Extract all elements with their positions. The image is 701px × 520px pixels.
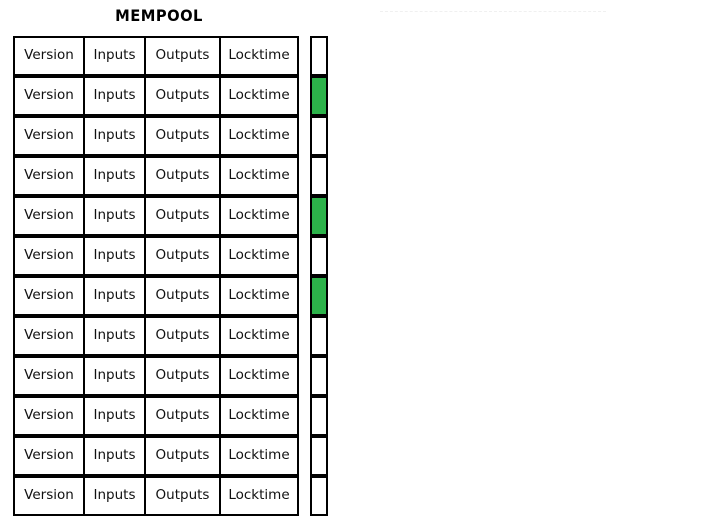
cell-inputs[interactable]: Inputs (83, 436, 146, 476)
cell-locktime[interactable]: Locktime (219, 116, 299, 156)
cell-locktime[interactable]: Locktime (219, 196, 299, 236)
cell-outputs[interactable]: Outputs (144, 396, 221, 436)
cell-inputs[interactable]: Inputs (83, 316, 146, 356)
cell-version[interactable]: Version (13, 316, 85, 356)
cell-version[interactable]: Version (13, 36, 85, 76)
status-indicator[interactable] (310, 156, 328, 196)
cell-locktime[interactable]: Locktime (219, 356, 299, 396)
cell-outputs[interactable]: Outputs (144, 116, 221, 156)
cell-version[interactable]: Version (13, 116, 85, 156)
status-indicator[interactable] (310, 276, 328, 316)
cell-outputs[interactable]: Outputs (144, 476, 221, 516)
faint-dashed-rule (380, 11, 606, 12)
cell-version[interactable]: Version (13, 196, 85, 236)
cell-outputs[interactable]: Outputs (144, 316, 221, 356)
cell-inputs[interactable]: Inputs (83, 476, 146, 516)
cell-outputs[interactable]: Outputs (144, 156, 221, 196)
cell-locktime[interactable]: Locktime (219, 156, 299, 196)
status-indicator[interactable] (310, 396, 328, 436)
status-indicator[interactable] (310, 356, 328, 396)
cell-locktime[interactable]: Locktime (219, 236, 299, 276)
cell-inputs[interactable]: Inputs (83, 396, 146, 436)
cell-inputs[interactable]: Inputs (83, 156, 146, 196)
cell-locktime[interactable]: Locktime (219, 476, 299, 516)
cell-version[interactable]: Version (13, 436, 85, 476)
cell-outputs[interactable]: Outputs (144, 196, 221, 236)
cell-version[interactable]: Version (13, 236, 85, 276)
cell-version[interactable]: Version (13, 476, 85, 516)
cell-version[interactable]: Version (13, 276, 85, 316)
cell-version[interactable]: Version (13, 76, 85, 116)
status-indicator[interactable] (310, 476, 328, 516)
status-indicator[interactable] (310, 36, 328, 76)
cell-outputs[interactable]: Outputs (144, 436, 221, 476)
cell-locktime[interactable]: Locktime (219, 36, 299, 76)
cell-outputs[interactable]: Outputs (144, 236, 221, 276)
cell-version[interactable]: Version (13, 356, 85, 396)
cell-outputs[interactable]: Outputs (144, 76, 221, 116)
cell-locktime[interactable]: Locktime (219, 436, 299, 476)
cell-inputs[interactable]: Inputs (83, 76, 146, 116)
cell-inputs[interactable]: Inputs (83, 116, 146, 156)
cell-inputs[interactable]: Inputs (83, 276, 146, 316)
cell-version[interactable]: Version (13, 156, 85, 196)
status-indicator[interactable] (310, 236, 328, 276)
status-indicator[interactable] (310, 76, 328, 116)
status-indicator[interactable] (310, 116, 328, 156)
cell-outputs[interactable]: Outputs (144, 36, 221, 76)
cell-inputs[interactable]: Inputs (83, 36, 146, 76)
cell-version[interactable]: Version (13, 396, 85, 436)
page-title: MEMPOOL (115, 6, 203, 25)
cell-locktime[interactable]: Locktime (219, 396, 299, 436)
status-indicator[interactable] (310, 316, 328, 356)
cell-inputs[interactable]: Inputs (83, 356, 146, 396)
cell-inputs[interactable]: Inputs (83, 196, 146, 236)
cell-locktime[interactable]: Locktime (219, 276, 299, 316)
status-indicator[interactable] (310, 436, 328, 476)
cell-inputs[interactable]: Inputs (83, 236, 146, 276)
status-indicator[interactable] (310, 196, 328, 236)
cell-outputs[interactable]: Outputs (144, 356, 221, 396)
cell-locktime[interactable]: Locktime (219, 76, 299, 116)
cell-outputs[interactable]: Outputs (144, 276, 221, 316)
cell-locktime[interactable]: Locktime (219, 316, 299, 356)
